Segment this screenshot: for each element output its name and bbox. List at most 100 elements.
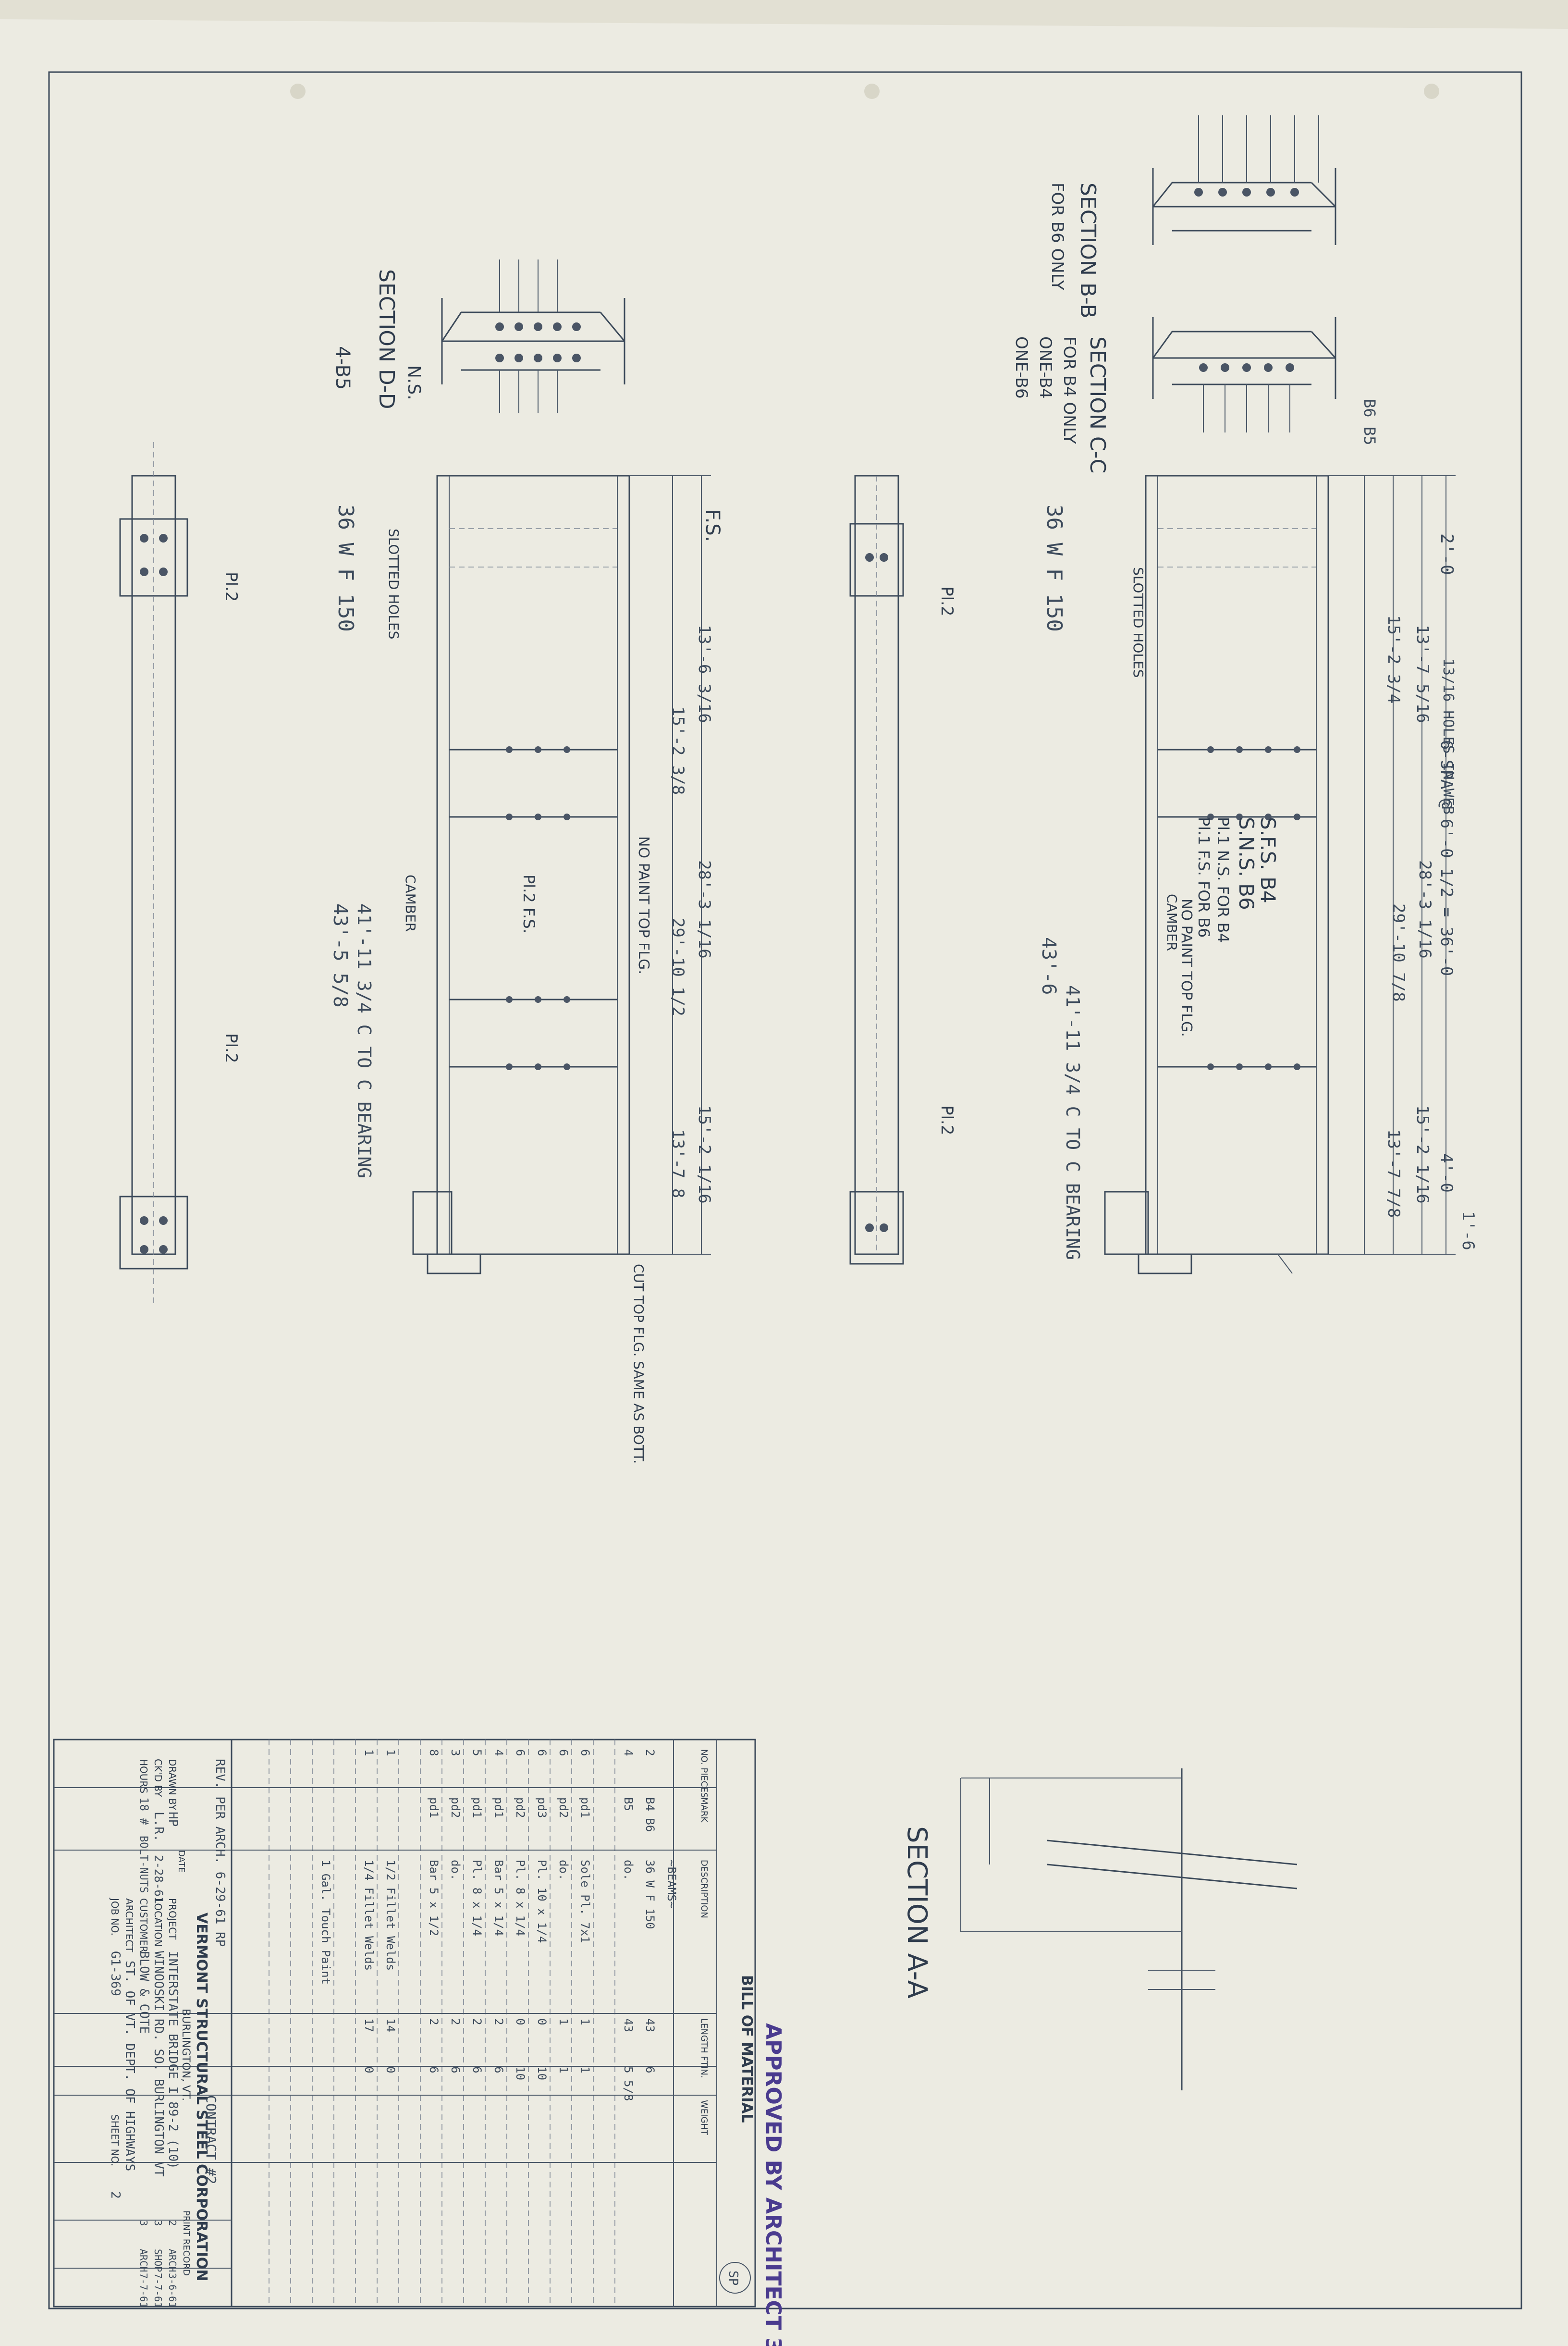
bom-cell-in: 6 [470,2066,484,2073]
title-sheet: 2 [108,2191,122,2199]
bom-cell-pieces: 6 [557,1749,570,1756]
bom-cell-ft: 43 [643,2018,657,2032]
bom-cell-ft: 1 [557,2018,570,2025]
beam-top-pl1: Pl.1 N.S. FOR B4 [1214,817,1232,943]
bom-cell-pieces: 6 [578,1749,592,1756]
beam-bottom-bearing: 41'-11 3/4 C TO C BEARING [354,903,375,1178]
beam-top-fs: S.F.S. B4 [1256,817,1280,903]
print-record-no: 3 [138,2220,149,2226]
title-location-label: LOCATION [152,1898,164,1947]
beam-top-pl1b: Pl.1 F.S. FOR B6 [1195,817,1213,938]
bom-cell-mark: pd1 [427,1797,441,1818]
bom-cell-pieces: 6 [535,1749,549,1756]
bom-cell-pieces: 2 [643,1749,657,1756]
bom-cell-ft: 0 [514,2018,527,2025]
title-contract: CONTRACT #2 [203,2095,219,2184]
section-b-b-title: SECTION B-B [1076,183,1100,319]
beam-top-dim-3: 15'-2 3/4 [1384,615,1403,704]
title-ckd-by: L.R. [151,1812,166,1842]
bom-cell-pieces: 1 [362,1749,376,1756]
beam-top-no-paint: NO PAINT TOP FLG. [1178,899,1195,1037]
beam-bottom-cut: CUT TOP FLG. SAME AS BOTT. [631,1264,647,1464]
bom-cell-pieces: 5 [470,1749,484,1756]
bom-cell-ft: 0 [535,2018,549,2025]
section-d-d-detail [441,259,625,413]
beam-top-bearing: 41'-11 3/4 C TO C BEARING [1062,985,1083,1260]
beam-top-dim-6: 15'-2 1/16 [1413,1105,1432,1204]
beam-top-size: 36 W F 150 [1042,505,1066,632]
print-record-date: 7-7-61 [152,2273,164,2308]
bom-cell-desc: 1/2 Fillet Welds [384,1860,397,1971]
title-customer: BLOW & COTE [137,1951,151,2034]
beam-bottom-pl-bot: Pl.2 [221,1033,241,1063]
sheet-border [48,71,1522,2309]
title-location: WINOOSKI RD. SO. BURLINGTON VT [151,1951,166,2177]
print-record-date: 7-7-61 [138,2273,149,2308]
print-record-for: SHOP [152,2249,164,2272]
print-record-label: PRINT RECORD [181,2210,191,2276]
print-record-no: 2 [167,2220,178,2226]
section-c-c-note1: FOR B4 ONLY [1060,336,1079,444]
beam-bottom-camber: CAMBER [403,875,418,932]
bom-cell-desc: ~BEAMS~ [665,1860,678,1908]
beam-b4-b6-elevation [1104,475,1456,1274]
approval-stamp: APPROVED BY ARCHITECT 3-7-61 [761,2023,785,2346]
bom-cell-in: 0 [384,2066,397,2073]
beam-bottom-no-paint: NO PAINT TOP FLG. [635,836,652,975]
beam-top-dim-8: 4'-0 [1437,1153,1456,1193]
title-revision: REV. PER ARCH. 6-29-61 RP [213,1759,227,1947]
beam-b5-side-view [119,442,188,1307]
beam-bottom-fs: F.S. [701,509,723,542]
sheet-circle [719,2262,751,2294]
bom-cell-ft: 2 [427,2018,441,2025]
beam-top-slotted: SLOTTED HOLES [1130,567,1146,678]
bom-cell-pieces: 4 [622,1749,635,1756]
bom-header-cell: DESCRIPTION [699,1860,709,1918]
bom-cell-mark: pd1 [492,1797,505,1818]
bom-cell-desc: Bar 5 x 1/4 [492,1860,505,1936]
beam-top-ns: S.N.S. B6 [1235,817,1258,910]
bom-cell-ft: 17 [362,2018,376,2032]
section-d-d-title: SECTION D-D [374,269,399,409]
section-c-c-title: SECTION C-C [1085,336,1110,473]
bom-cell-desc: do. [622,1860,635,1880]
beam-top-overall: 43'-6 [1038,937,1060,995]
title-date: 2-28-61 [152,1855,165,1903]
bom-cell-desc: do. [449,1860,462,1880]
title-project-label: PROJECT [167,1898,178,1940]
bom-cell-pieces: 4 [492,1749,505,1756]
bom-header-cell: IN. [699,2066,709,2078]
title-hours: 18 # [137,1797,151,1825]
bom-header-cell: MARK [699,1797,709,1823]
bom-cell-ft: 43 [622,2018,635,2032]
beam-bottom-ns: N.S. [404,365,424,400]
beam-top-dim-7: 13'-7 7/8 [1384,1129,1403,1218]
bom-cell-in: 1 [557,2066,570,2073]
section-c-c-note2: ONE-B4 [1036,336,1055,399]
beam-top-marks: B6 B5 [1360,399,1379,445]
title-drawn-by-label: DRAWN BY [167,1759,178,1811]
beam-top-pl-bot: Pl.2 [937,1105,956,1135]
title-customer-label: CUSTOMER [138,1898,149,1952]
beam-bottom-dim-5: 15'-2 1/16 [695,1105,714,1204]
title-hours-label: HOURS [138,1759,149,1793]
bom-cell-mark: pd2 [449,1797,462,1818]
beam-bottom-slotted: SLOTTED HOLES [386,529,402,639]
bom-cell-pieces: 1 [384,1749,397,1756]
print-record-for: ARCH [138,2249,149,2272]
bill-of-material-table [53,1739,756,2308]
beam-top-dim-1: 2'-0 [1437,533,1457,575]
section-a-a-title: SECTION A-A [901,1826,932,1999]
beam-top-holes: 13/16 HOLES IN WEB [1440,658,1457,815]
bom-cell-mark: B4 B6 [643,1797,657,1832]
title-bolts: BOLT-NUTS [137,1836,149,1893]
